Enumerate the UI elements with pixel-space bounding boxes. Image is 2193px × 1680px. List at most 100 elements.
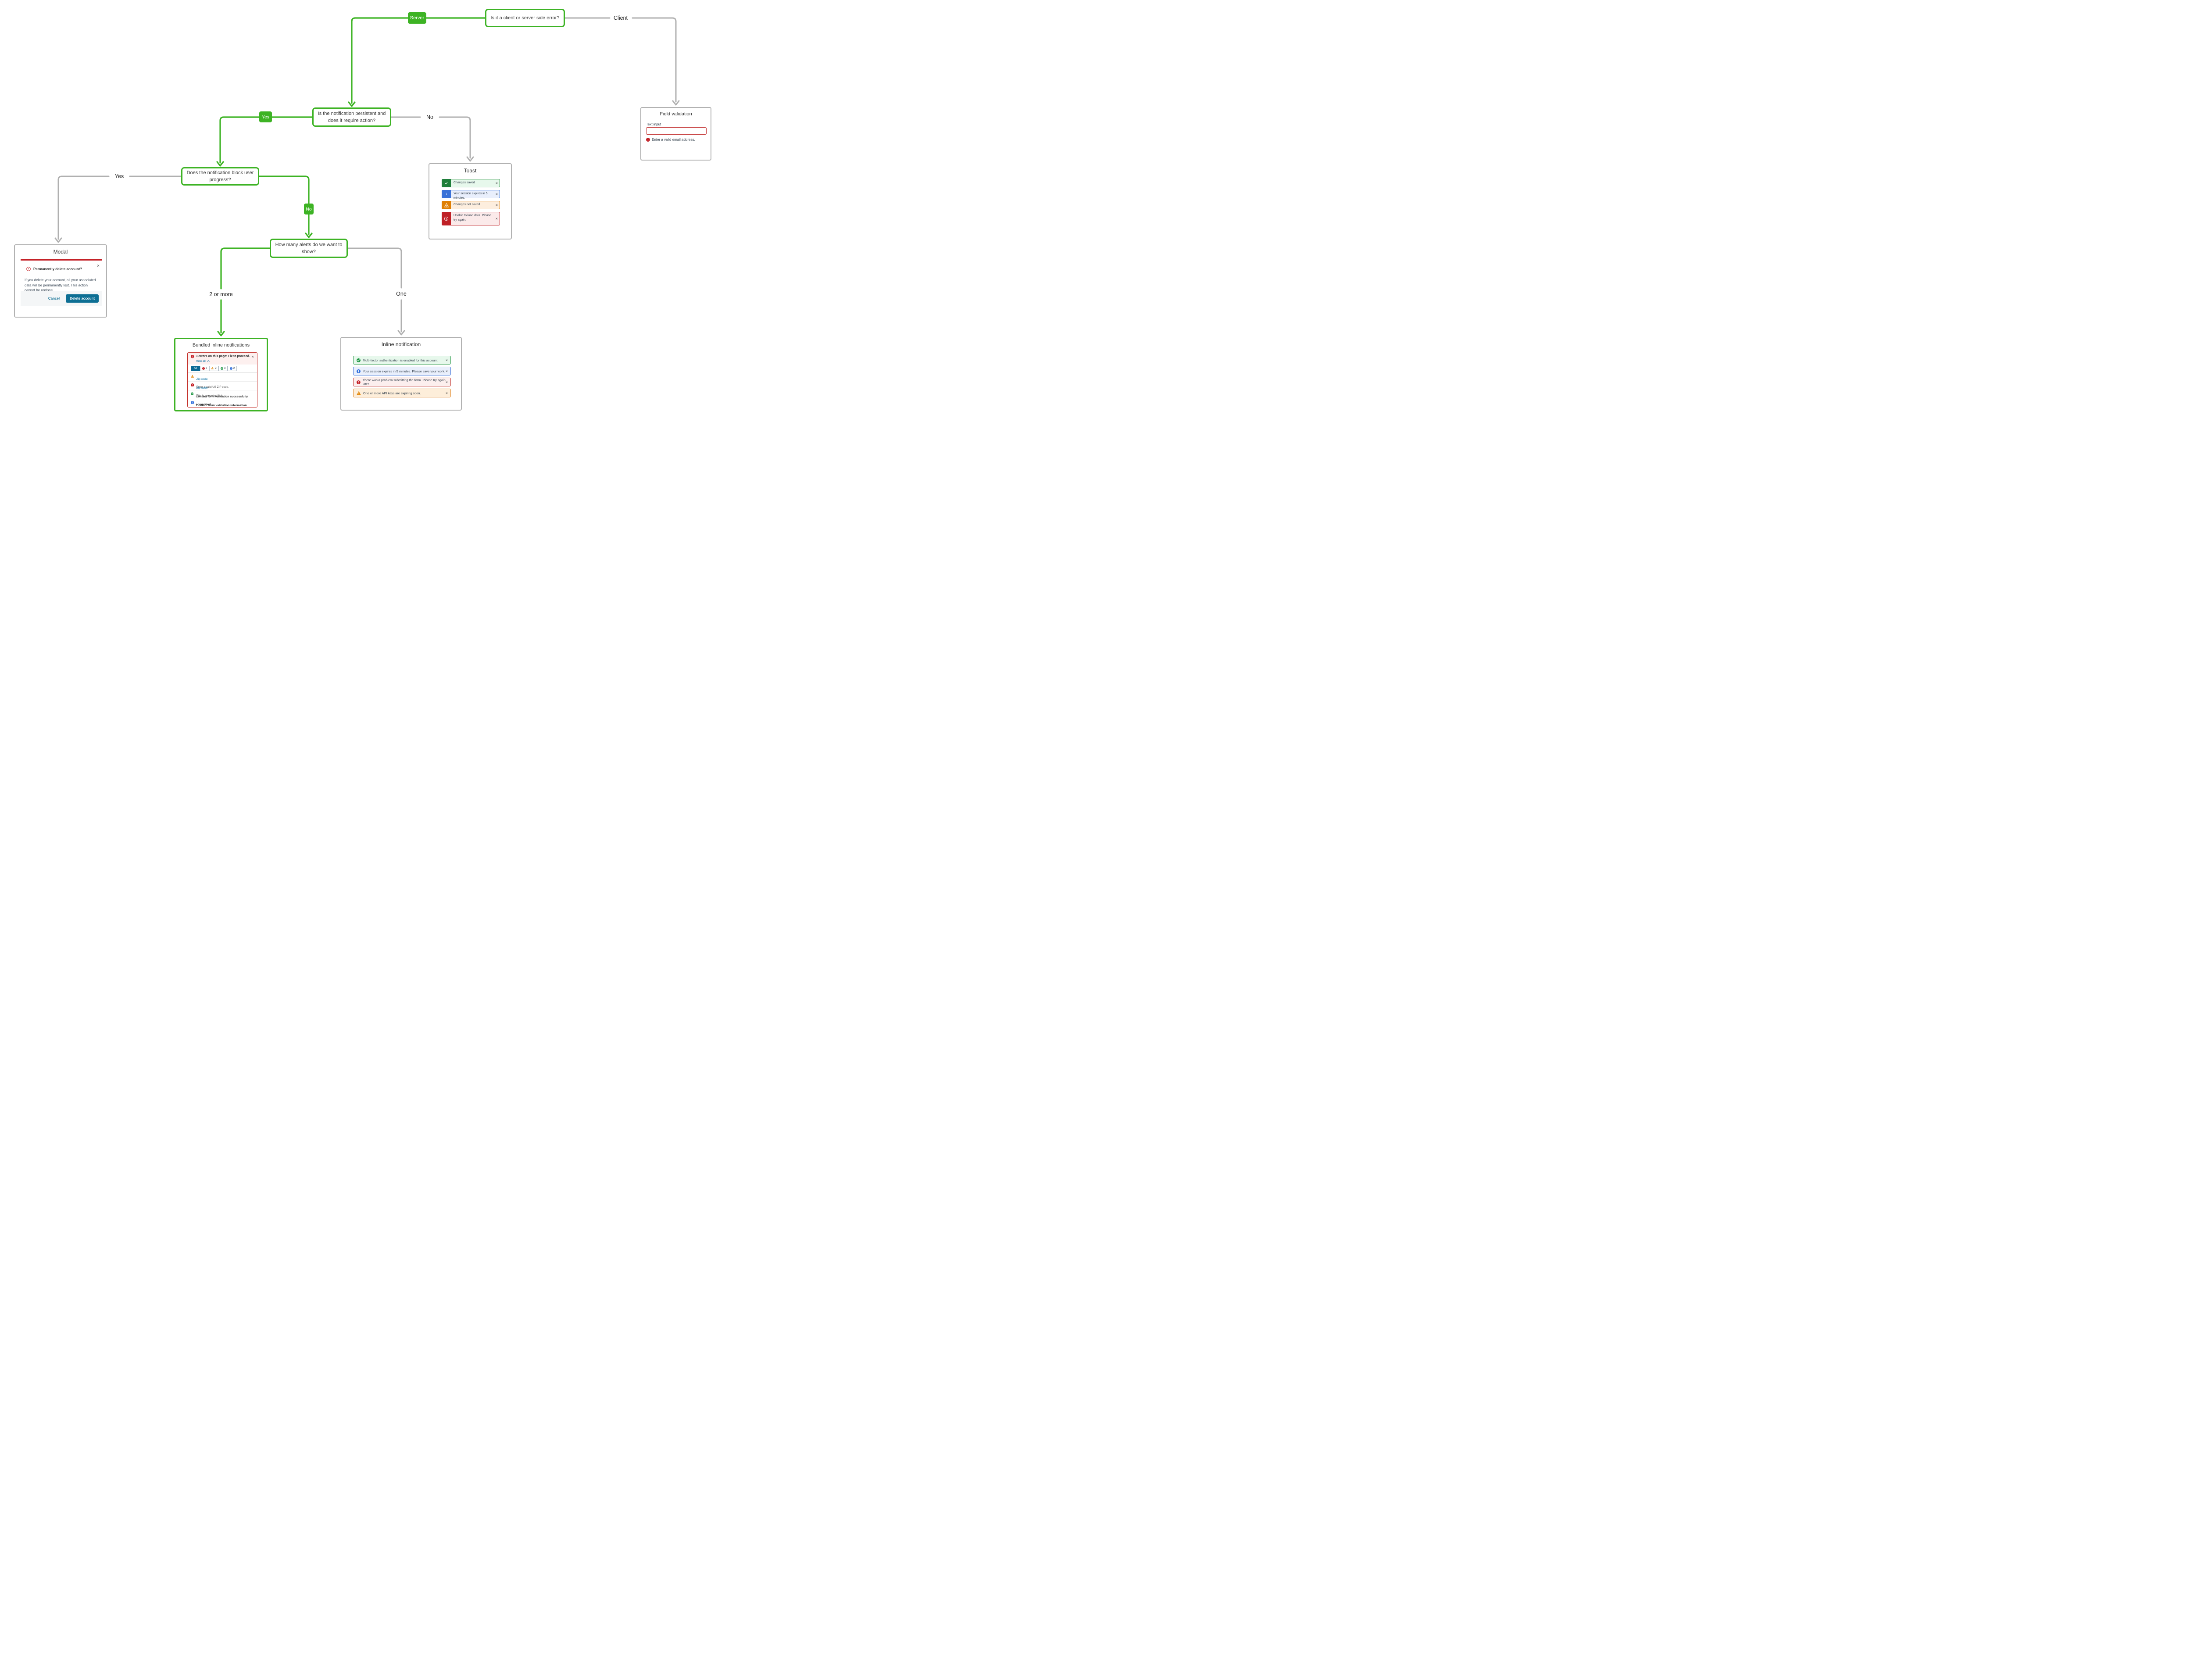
branch-label-two-or-more: 2 or more <box>209 291 233 297</box>
toast-card-title: Toast <box>464 168 477 174</box>
modal-danger-rule <box>21 259 102 261</box>
toast-warning-close-icon[interactable]: × <box>495 203 498 207</box>
bundled-item-title-link[interactable]: Zip code <box>196 386 208 390</box>
edge-no-branch <box>258 175 310 235</box>
inline-error-text: There was a problem submitting the form.… <box>362 378 446 386</box>
toast-success: Changes saved × <box>442 179 500 187</box>
toast-error-text: Unable to load data. Please try again. <box>454 214 492 222</box>
warning-icon <box>211 367 214 370</box>
success-icon <box>191 392 194 396</box>
bundled-item-title: Contact form validation information <box>196 404 247 407</box>
chevron-up-icon <box>207 360 210 362</box>
toast-info: Your session expires in 5 minutes. × <box>442 190 500 200</box>
cancel-button[interactable]: Cancel <box>48 297 60 300</box>
tab-successes[interactable]: 3 <box>218 365 228 371</box>
modal-footer: Cancel Delete account <box>21 291 102 306</box>
warning-icon <box>357 391 361 395</box>
bundled-item-error: Zip code This is a required field. <box>188 382 257 397</box>
branch-label-client: Client <box>614 15 628 21</box>
inline-success: Multi-factor authentication is enabled f… <box>353 356 451 365</box>
decision-how-many-alerts-text: How many alerts do we want to show? <box>275 242 343 255</box>
warning-icon <box>191 375 194 378</box>
arrowhead-modal <box>54 237 62 243</box>
text-input-field[interactable] <box>646 127 707 135</box>
bundled-notifications-card: Bundled inline notifications 3 errors on… <box>174 338 268 411</box>
bundled-notification-component: 3 errors on this page: Fix to proceed. ×… <box>187 352 257 407</box>
toast-success-close-icon[interactable]: × <box>495 181 498 185</box>
error-icon <box>191 355 194 358</box>
bundled-close-icon[interactable]: × <box>251 354 254 359</box>
modal-body-text: If you delete your account, all your ass… <box>25 278 96 293</box>
bundled-item-title-link[interactable]: Zip code <box>196 377 208 381</box>
field-validation-card: Field validation Text input Enter a vali… <box>640 107 711 161</box>
error-icon <box>442 212 451 225</box>
tab-warnings[interactable]: 2 <box>209 365 218 371</box>
inline-info: Your session expires in 5 minutes. Pleas… <box>353 367 451 375</box>
arrowhead-no <box>305 232 313 238</box>
arrowhead-server <box>348 101 356 107</box>
toast-success-text: Changes saved <box>454 181 475 184</box>
edge-no-toast-branch <box>390 116 471 159</box>
decision-persistent: Is the notification persistent and does … <box>312 107 391 127</box>
tab-all[interactable]: All <box>191 365 200 371</box>
bundled-item-title: Contact form validation successfully com… <box>196 395 248 406</box>
modal-card-title: Modal <box>53 249 68 255</box>
edge-server-branch <box>351 17 486 104</box>
info-icon <box>442 190 451 198</box>
edge-two-or-more-branch <box>220 247 271 333</box>
toast-warning-text: Changes not saved <box>454 203 480 206</box>
success-icon <box>357 358 361 362</box>
branch-label-yes: Yes <box>114 173 124 179</box>
modal-close-icon[interactable]: × <box>97 264 100 268</box>
toast-error-close-icon[interactable]: × <box>495 216 498 221</box>
bundled-item-warning: Zip code Enter a valid US ZIP code. <box>188 373 257 389</box>
decision-persistent-text: Is the notification persistent and does … <box>318 111 386 124</box>
inline-notification-card: Inline notification Multi-factor authent… <box>340 337 462 411</box>
inline-info-close-icon[interactable]: × <box>446 368 448 373</box>
branch-badge-yes: Yes <box>259 111 272 122</box>
toast-warning: Changes not saved × <box>442 201 500 209</box>
tab-infos[interactable]: 2 <box>228 365 237 371</box>
tab-successes-count: 3 <box>224 367 226 370</box>
inline-success-close-icon[interactable]: × <box>446 357 448 362</box>
inline-info-text: Your session expires in 5 minutes. Pleas… <box>363 369 445 373</box>
error-icon <box>191 383 194 386</box>
delete-account-button[interactable]: Delete account <box>66 294 99 303</box>
field-validation-title: Field validation <box>660 111 692 117</box>
inline-warning: One or more API keys are expiring soon. … <box>353 389 451 397</box>
error-icon <box>646 138 650 142</box>
edge-client-branch <box>564 17 677 103</box>
success-icon <box>220 367 223 370</box>
hide-all-label: Hide all <box>196 359 206 363</box>
arrowhead-inline <box>397 330 405 336</box>
warning-icon <box>442 201 451 209</box>
info-icon <box>229 367 232 370</box>
arrowhead-yes <box>216 161 224 167</box>
inline-warning-close-icon[interactable]: × <box>446 390 448 395</box>
field-error-row: Enter a valid email address. <box>646 138 695 142</box>
bundled-banner-text: 3 errors on this page: Fix to proceed. <box>196 355 250 358</box>
arrowhead-two-or-more <box>217 331 225 336</box>
text-input-label: Text input <box>646 122 661 126</box>
branch-label-no: No <box>426 114 433 120</box>
inline-warning-text: One or more API keys are expiring soon. <box>363 391 421 395</box>
arrowhead-client <box>672 100 680 106</box>
toast-error: Unable to load data. Please try again. × <box>442 212 500 225</box>
edge-yes-branch <box>219 116 313 164</box>
inline-success-text: Multi-factor authentication is enabled f… <box>363 358 439 362</box>
alert-outline-icon <box>26 267 31 271</box>
modal-card: Modal × Permanently delete account? If y… <box>14 244 107 318</box>
branch-label-one: One <box>396 291 407 297</box>
info-icon <box>191 400 194 404</box>
bundled-filter-tabs: All 3 2 3 <box>188 365 257 373</box>
tab-errors-count: 3 <box>205 367 207 370</box>
inline-error: There was a problem submitting the form.… <box>353 378 451 386</box>
hide-all-link[interactable]: Hide all <box>196 360 254 363</box>
tab-errors[interactable]: 3 <box>200 365 209 371</box>
bundled-header: 3 errors on this page: Fix to proceed. ×… <box>188 353 257 365</box>
toast-info-close-icon[interactable]: × <box>495 192 498 196</box>
error-icon <box>357 380 361 384</box>
decision-client-or-server: Is it a client or server side error? <box>485 9 565 27</box>
branch-badge-server: Server <box>408 12 426 24</box>
inline-error-close-icon[interactable]: × <box>446 379 448 384</box>
